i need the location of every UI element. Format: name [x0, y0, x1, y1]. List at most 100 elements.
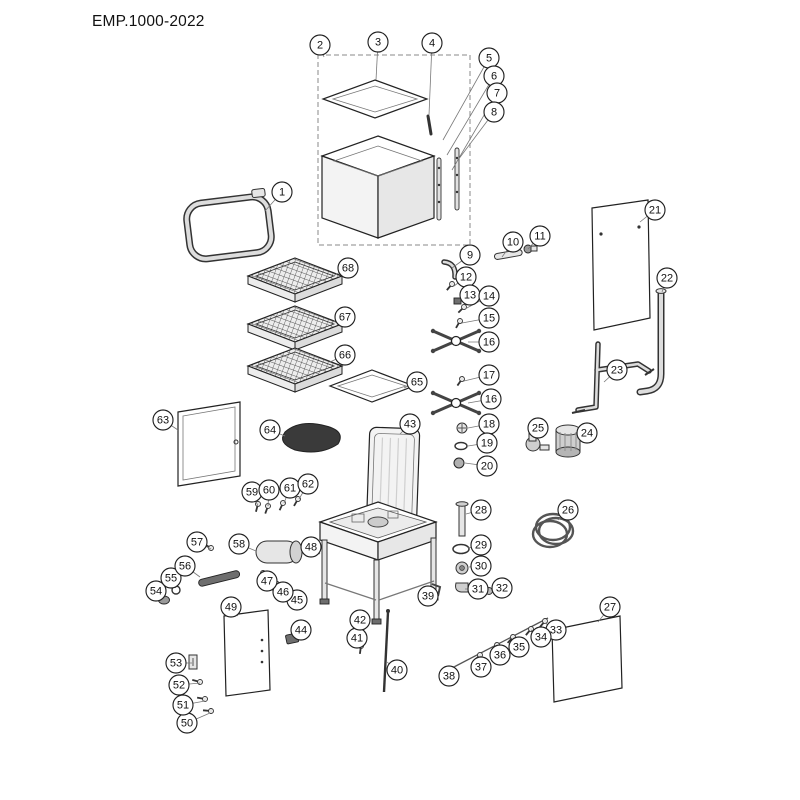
callout-48: 48 — [300, 536, 322, 558]
tank-box — [320, 135, 436, 239]
svg-text:60: 60 — [263, 485, 275, 497]
callout-65: 65 — [406, 371, 428, 393]
chassis-frame — [318, 501, 439, 625]
diagram-title: EMP.1000-2022 — [92, 13, 205, 30]
svg-text:40: 40 — [391, 665, 403, 677]
callout-49: 49 — [220, 596, 242, 618]
callout-30: 30 — [470, 555, 492, 577]
callout-54: 54 — [145, 580, 167, 602]
svg-text:16: 16 — [485, 394, 497, 406]
callout-24: 24 — [576, 422, 598, 444]
callout-62: 62 — [297, 473, 319, 495]
boiler-tank — [255, 540, 303, 564]
svg-text:6: 6 — [491, 71, 497, 83]
callout-26: 26 — [557, 499, 579, 521]
svg-text:41: 41 — [351, 633, 363, 645]
screw-15 — [452, 316, 465, 331]
svg-text:25: 25 — [532, 423, 544, 435]
callout-4: 4 — [421, 32, 443, 54]
callout-28: 28 — [470, 499, 492, 521]
coiled-hose — [531, 512, 575, 549]
svg-text:31: 31 — [472, 584, 484, 596]
heating-element — [198, 570, 241, 587]
callout-41: 41 — [346, 627, 368, 649]
callout-40: 40 — [386, 659, 408, 681]
front-panel-small — [223, 609, 271, 697]
side-panel-right — [551, 615, 623, 703]
callout-3: 3 — [367, 31, 389, 53]
svg-text:43: 43 — [404, 419, 416, 431]
svg-text:28: 28 — [475, 505, 487, 517]
assembly-boundary-box — [317, 54, 471, 246]
callout-46: 46 — [272, 581, 294, 603]
callout-20: 20 — [476, 455, 498, 477]
callout-7: 7 — [486, 82, 508, 104]
callout-35: 35 — [508, 636, 530, 658]
drain-elbow — [455, 582, 469, 593]
callout-29: 29 — [470, 534, 492, 556]
svg-text:33: 33 — [550, 625, 562, 637]
svg-text:21: 21 — [649, 205, 661, 217]
spray-arm-upper — [429, 327, 483, 355]
svg-text:50: 50 — [181, 718, 193, 730]
callout-36: 36 — [489, 644, 511, 666]
svg-text:15: 15 — [483, 313, 495, 325]
svg-text:68: 68 — [342, 263, 354, 275]
svg-text:26: 26 — [562, 505, 574, 517]
svg-text:65: 65 — [411, 377, 423, 389]
svg-text:64: 64 — [264, 425, 276, 437]
svg-text:53: 53 — [170, 658, 182, 670]
rack-basket-bottom — [247, 347, 343, 393]
o-ring — [452, 543, 470, 555]
sensor-strips — [436, 147, 460, 221]
svg-text:2: 2 — [317, 40, 323, 52]
callout-50: 50 — [176, 712, 198, 734]
svg-text:39: 39 — [422, 591, 434, 603]
callout-52: 52 — [168, 674, 190, 696]
svg-text:27: 27 — [604, 602, 616, 614]
svg-text:23: 23 — [611, 365, 623, 377]
pin-59 — [252, 500, 262, 514]
callout-2: 2 — [309, 34, 331, 56]
callout-39: 39 — [417, 585, 439, 607]
svg-text:46: 46 — [277, 587, 289, 599]
bolt-60 — [262, 501, 273, 516]
svg-text:61: 61 — [284, 483, 296, 495]
callout-25: 25 — [527, 417, 549, 439]
arm-cap — [453, 457, 465, 469]
svg-text:51: 51 — [177, 700, 189, 712]
svg-text:45: 45 — [291, 595, 303, 607]
callout-55: 55 — [160, 567, 182, 589]
callout-16: 16 — [480, 388, 502, 410]
callout-32: 32 — [491, 577, 513, 599]
callout-11: 11 — [529, 225, 551, 247]
callout-18: 18 — [478, 413, 500, 435]
svg-text:48: 48 — [305, 542, 317, 554]
rinse-elbow — [441, 259, 458, 280]
callout-59: 59 — [241, 481, 263, 503]
callout-67: 67 — [334, 306, 356, 328]
callout-9: 9 — [459, 244, 481, 266]
svg-text:38: 38 — [443, 671, 455, 683]
svg-text:3: 3 — [375, 37, 381, 49]
svg-text:17: 17 — [483, 370, 495, 382]
callout-68: 68 — [337, 257, 359, 279]
rod-part — [426, 114, 433, 136]
screw-51 — [195, 694, 209, 703]
callout-47: 47 — [256, 570, 278, 592]
svg-text:29: 29 — [475, 540, 487, 552]
svg-text:55: 55 — [165, 573, 177, 585]
callout-60: 60 — [258, 479, 280, 501]
callout-64: 64 — [259, 419, 281, 441]
svg-text:35: 35 — [513, 642, 525, 654]
latch-plate — [188, 654, 198, 670]
callout-38: 38 — [438, 665, 460, 687]
callout-31: 31 — [467, 578, 489, 600]
svg-text:52: 52 — [173, 680, 185, 692]
callout-58: 58 — [228, 533, 250, 555]
callout-10: 10 — [502, 231, 524, 253]
door-rod — [382, 609, 390, 693]
callout-44: 44 — [290, 619, 312, 641]
